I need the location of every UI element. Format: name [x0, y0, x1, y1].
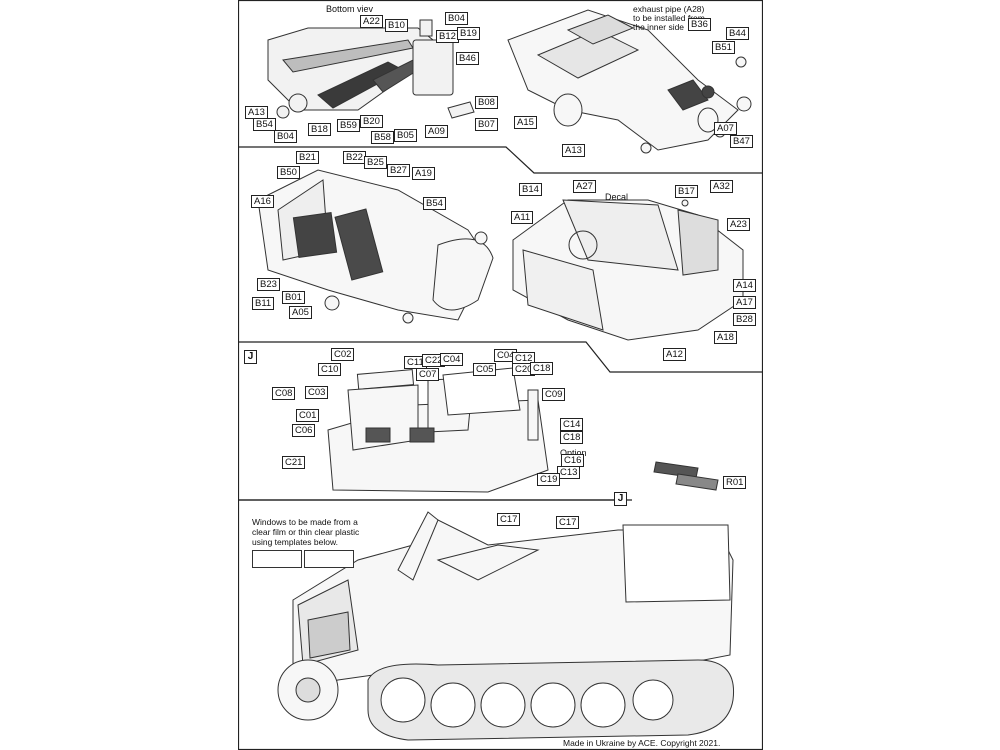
panel-cab-front-drawing: [512, 199, 744, 341]
callout-label: C02: [331, 348, 355, 361]
callout-label: C11: [404, 356, 427, 369]
callout-label: B47: [730, 135, 753, 148]
callout-label: C04: [440, 353, 464, 366]
callout-label: A11: [511, 211, 534, 224]
callout-label: A32: [710, 180, 733, 193]
footer-copyright: Made in Ukraine by ACE. Copyright 2021.: [563, 738, 721, 748]
callout-label: C12: [512, 352, 536, 365]
callout-label: A12: [663, 348, 686, 361]
callout-label: B17: [675, 185, 698, 198]
callout-label: C19: [537, 473, 561, 486]
callout-label: A14: [733, 279, 756, 292]
panel-rear-body-drawing: [327, 367, 549, 493]
callout-label: C03: [305, 386, 329, 399]
windows-note-line3: using templates below.: [252, 537, 338, 547]
callout-label: C05: [473, 363, 497, 376]
callout-label: C17: [497, 513, 521, 526]
instruction-sheet: Bottom viev exhaust pipe (A28) to be ins…: [238, 0, 763, 750]
callout-label: B25: [364, 156, 387, 169]
callout-label: A22: [360, 15, 383, 28]
bottom-view-note: Bottom viev: [326, 4, 374, 14]
callout-label: C06: [292, 424, 316, 437]
section-mark-j: J: [244, 350, 257, 364]
callout-label: C18: [560, 431, 584, 444]
callout-label: B07: [475, 118, 498, 131]
window-template-2: [304, 550, 354, 568]
callout-label: B08: [475, 96, 498, 109]
callout-label: A23: [727, 218, 750, 231]
panel-exhaust-drawing: [507, 9, 752, 154]
callout-label: A17: [733, 296, 756, 309]
callout-label: B18: [308, 123, 331, 136]
callout-label: B11: [252, 297, 275, 310]
callout-label: A05: [289, 306, 312, 319]
callout-label: B22: [343, 151, 366, 164]
windows-note-line1: Windows to be made from a: [252, 517, 358, 527]
decal-note: Decal: [605, 192, 629, 202]
callout-label: C18: [530, 362, 554, 375]
callout-label: R01: [723, 476, 747, 489]
callout-label: B04: [274, 130, 297, 143]
callout-label: A19: [412, 167, 435, 180]
callout-label: C01: [296, 409, 320, 422]
callout-label: B54: [423, 197, 446, 210]
callout-label: B14: [519, 183, 542, 196]
callout-label: B54: [253, 118, 276, 131]
callout-label: B23: [257, 278, 280, 291]
panel-full-vehicle-drawing: [277, 511, 735, 741]
callout-label: B05: [394, 129, 417, 142]
callout-label: C14: [560, 418, 584, 431]
callout-label: A16: [251, 195, 274, 208]
callout-label: A27: [573, 180, 596, 193]
callout-label: A15: [514, 116, 537, 129]
callout-label: B20: [360, 115, 383, 128]
panel-bottom-view-drawing: [267, 19, 475, 119]
callout-label: C10: [318, 363, 342, 376]
part-r01-drawing: [653, 461, 719, 491]
callout-label: B10: [385, 19, 408, 32]
callout-label: B36: [688, 18, 711, 31]
callout-label: A13: [562, 144, 585, 157]
callout-label: B21: [296, 151, 319, 164]
option-note: Option: [560, 448, 587, 458]
callout-label: B44: [726, 27, 749, 40]
callout-label: B12: [436, 30, 459, 43]
callout-label: B01: [282, 291, 305, 304]
callout-label: C21: [282, 456, 306, 469]
callout-label: A09: [425, 125, 448, 138]
callout-label: B58: [371, 131, 394, 144]
callout-label: B19: [457, 27, 480, 40]
exhaust-note-line3: the inner side: [633, 22, 685, 32]
exhaust-note-line1: exhaust pipe (A28): [633, 4, 705, 14]
callout-label: B50: [277, 166, 300, 179]
callout-label: A07: [714, 122, 737, 135]
exhaust-note-line2: to be installed from: [633, 13, 705, 23]
callout-label: B28: [733, 313, 756, 326]
callout-label: C09: [542, 388, 566, 401]
callout-label: B51: [712, 41, 735, 54]
callout-label: B27: [387, 164, 410, 177]
callout-label: B04: [445, 12, 468, 25]
callout-label: C07: [416, 368, 440, 381]
callout-label: B46: [456, 52, 479, 65]
windows-note-line2: clear film or thin clear plastic: [252, 527, 360, 537]
sheet-frame: [238, 0, 763, 750]
callout-label: A18: [714, 331, 737, 344]
callout-label: C13: [557, 466, 581, 479]
callout-label: C08: [272, 387, 296, 400]
window-template-1: [252, 550, 302, 568]
panel-cab-interior-drawing: [257, 169, 494, 324]
callout-label: B59: [337, 119, 360, 132]
callout-label: A13: [245, 106, 268, 119]
section-mark-j-vehicle: J: [614, 492, 627, 506]
callout-label: C17: [556, 516, 580, 529]
